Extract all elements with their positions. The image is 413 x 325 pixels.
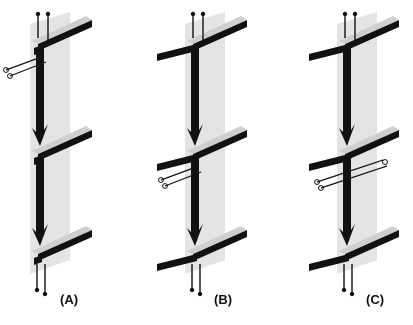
top-lead-tip (190, 11, 196, 17)
rung-right-face (32, 16, 92, 44)
rung-right-face (339, 226, 399, 254)
rung-right-face (187, 126, 247, 154)
top-lead-tip (352, 11, 358, 17)
probe-wire (5, 55, 45, 71)
rung-right-face (187, 16, 247, 44)
bottom-lead-tip (34, 287, 40, 293)
rung-left-arm (309, 44, 349, 61)
probe-tip (382, 159, 388, 165)
rung-left-arm (309, 254, 349, 271)
rung-left-arm (157, 254, 197, 271)
rung-left-arm (157, 154, 197, 171)
column-segment (339, 158, 355, 246)
panel-b-label: (B) (214, 292, 233, 307)
rung-right-face (32, 126, 92, 154)
rung-right-arm (193, 230, 247, 261)
column-segment (187, 48, 203, 146)
bottom-lead-tip (42, 291, 48, 297)
bottom-lead-tip (341, 287, 347, 293)
column-segment (32, 158, 48, 246)
probe-wire (160, 165, 200, 181)
rung-right-arm (38, 230, 92, 261)
probe-tip (7, 73, 13, 79)
column-segment (32, 48, 48, 146)
probe-wire (9, 61, 47, 77)
top-lead-tip (45, 11, 51, 17)
rung-stub (34, 155, 42, 165)
rung-right-arm (345, 20, 399, 51)
bottom-lead-tip (197, 291, 203, 297)
probe-tip (3, 67, 9, 73)
top-lead-tip (342, 11, 348, 17)
rung-right-arm (38, 20, 92, 51)
top-lead-tip (200, 11, 206, 17)
rung-stub (34, 45, 42, 55)
rung-left-arm (157, 44, 197, 61)
column-segment (339, 48, 355, 146)
panel-c-label: (C) (366, 292, 385, 307)
rung-stub (34, 255, 42, 265)
bottom-lead-tip (189, 287, 195, 293)
probe-wire (164, 171, 202, 187)
rung-right-arm (345, 130, 399, 161)
rung-right-arm (193, 20, 247, 51)
probe-tip (162, 183, 168, 189)
rung-right-arm (345, 230, 399, 261)
rung-left-arm (309, 154, 349, 171)
panel-a-label: (A) (60, 292, 79, 307)
rung-right-face (339, 126, 399, 154)
top-lead-tip (35, 11, 41, 17)
probe-tip (158, 177, 164, 183)
rung-right-arm (193, 130, 247, 161)
probe-tip (318, 185, 324, 191)
probe-tip (314, 179, 320, 185)
rung-right-face (187, 226, 247, 254)
column-segment (187, 158, 203, 246)
probe-wire (316, 159, 384, 183)
rung-right-face (339, 16, 399, 44)
rung-right-arm (38, 130, 92, 161)
rung-right-face (32, 226, 92, 254)
bottom-lead-tip (349, 291, 355, 297)
probe-wire (320, 165, 388, 189)
